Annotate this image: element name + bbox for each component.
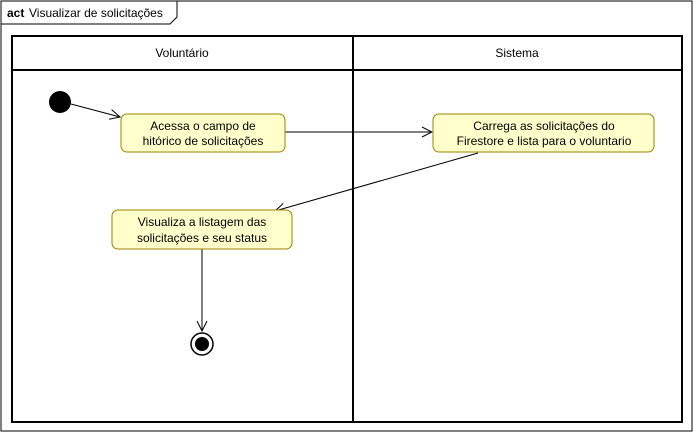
- edge-initial-to-acessa: [70, 103, 120, 117]
- action-acessa-line1: Acessa o campo de: [150, 119, 256, 133]
- final-node: [190, 332, 214, 356]
- frame-tab: [1, 1, 178, 25]
- action-visualiza-line1: Visualiza a listagem das: [138, 215, 267, 229]
- frame-keyword: act: [7, 6, 24, 20]
- action-carrega-line2: Firestore e lista para o voluntario: [457, 134, 632, 148]
- action-carrega-line1: Carrega as solicitações do: [473, 119, 615, 133]
- lane-sistema-label: Sistema: [495, 46, 539, 60]
- action-visualiza: Visualiza a listagem das solicitações e …: [111, 209, 293, 250]
- initial-node: [49, 91, 71, 113]
- action-visualiza-line2: solicitações e seu status: [137, 231, 267, 245]
- edge-carrega-to-visualiza: [275, 152, 479, 211]
- lane-voluntario-label: Voluntário: [155, 46, 209, 60]
- action-acessa: Acessa o campo de hitórico de solicitaçõ…: [120, 113, 286, 153]
- frame-title: Visualizar de solicitações: [29, 6, 163, 20]
- swimlanes: Voluntário Sistema: [11, 35, 683, 423]
- action-acessa-line2: hitórico de solicitações: [143, 134, 264, 148]
- edges: [70, 103, 479, 331]
- lane-sistema: [352, 35, 683, 423]
- action-carrega: Carrega as solicitações do Firestore e l…: [432, 113, 655, 153]
